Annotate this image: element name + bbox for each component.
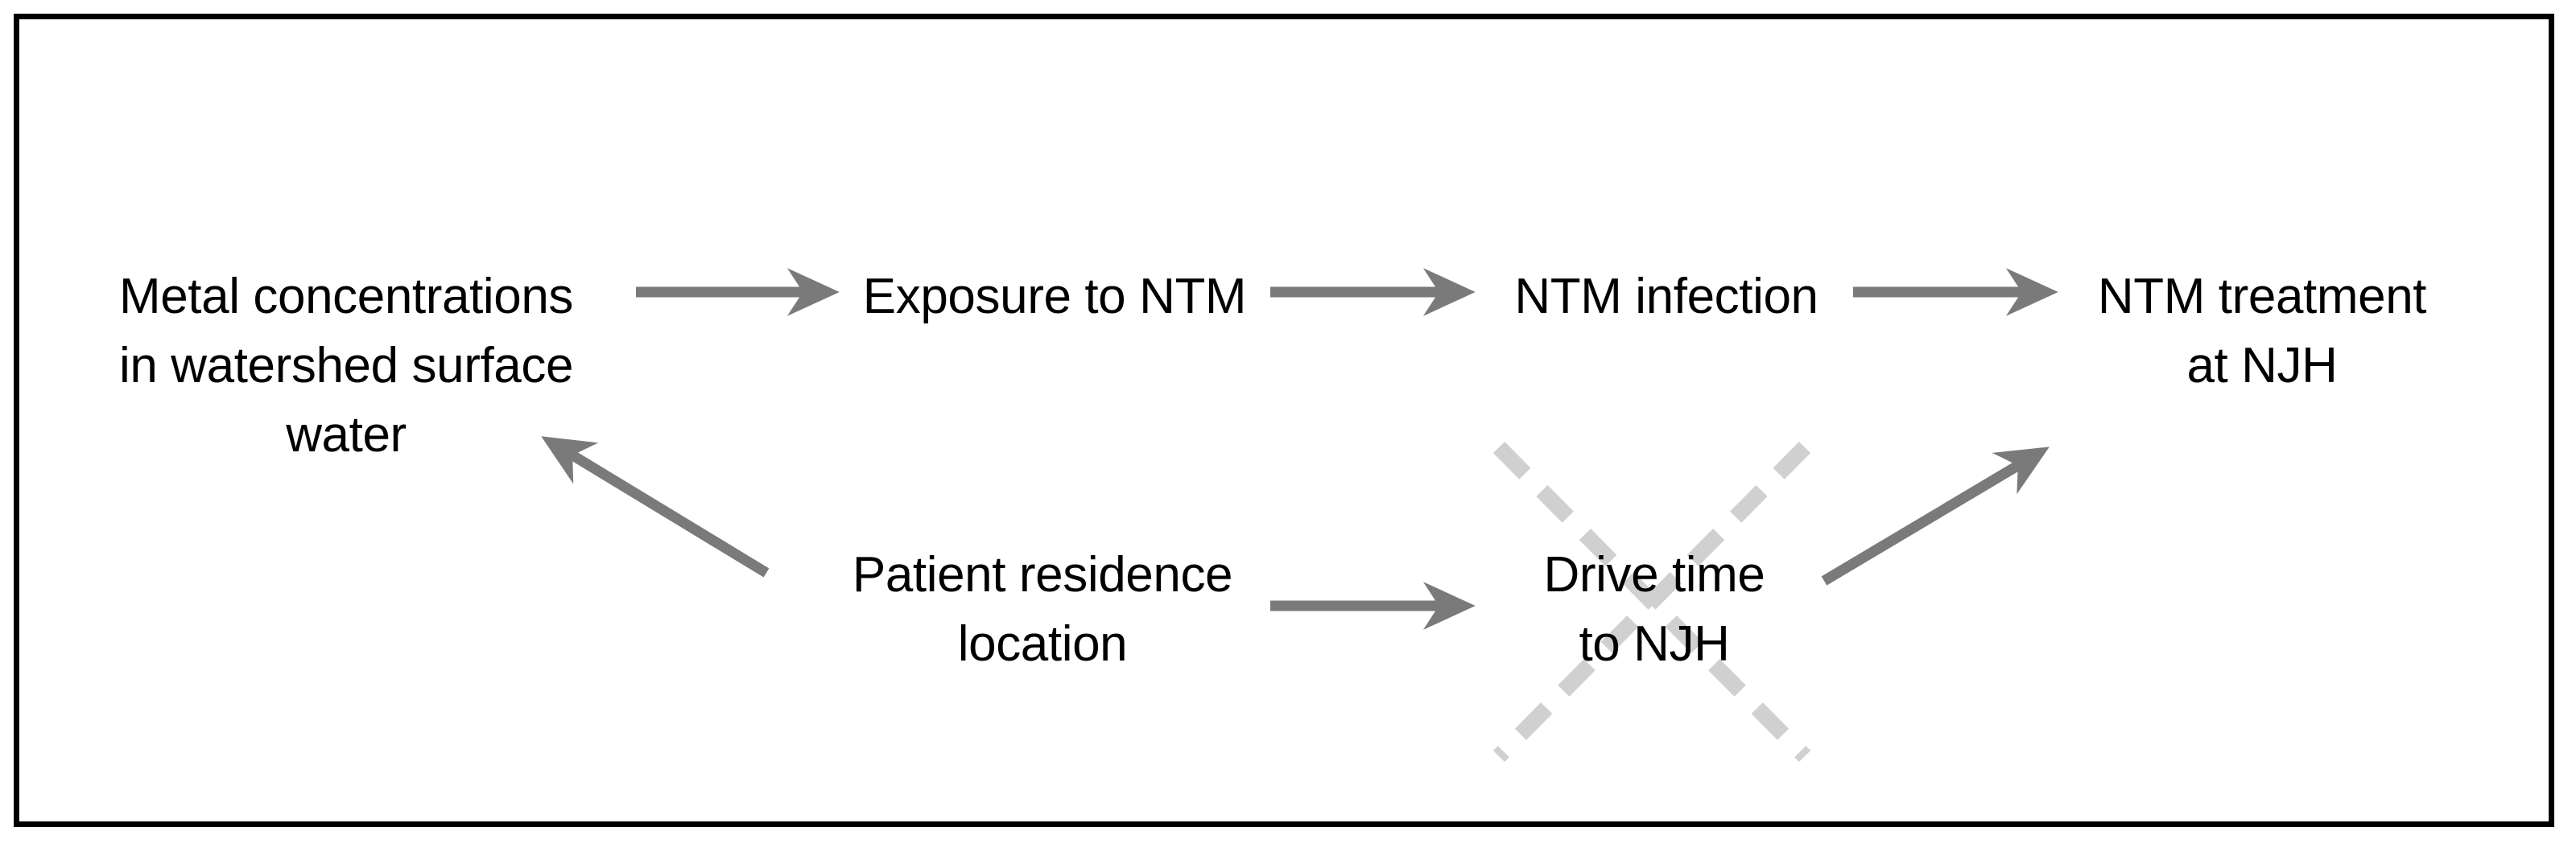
node-ntm-treatment-at-njh: NTM treatment at NJH [2097, 269, 2427, 393]
node-metal-concentrations: Metal concentrations in watershed surfac… [118, 269, 574, 463]
node-patient-residence-location: Patient residence location [852, 547, 1233, 672]
node-drive-time-to-njh: Drive time to NJH [1543, 547, 1765, 672]
figure-border [14, 14, 2554, 827]
node-exposure-to-ntm: Exposure to NTM [862, 269, 1247, 324]
node-ntm-infection: NTM infection [1514, 269, 1818, 324]
